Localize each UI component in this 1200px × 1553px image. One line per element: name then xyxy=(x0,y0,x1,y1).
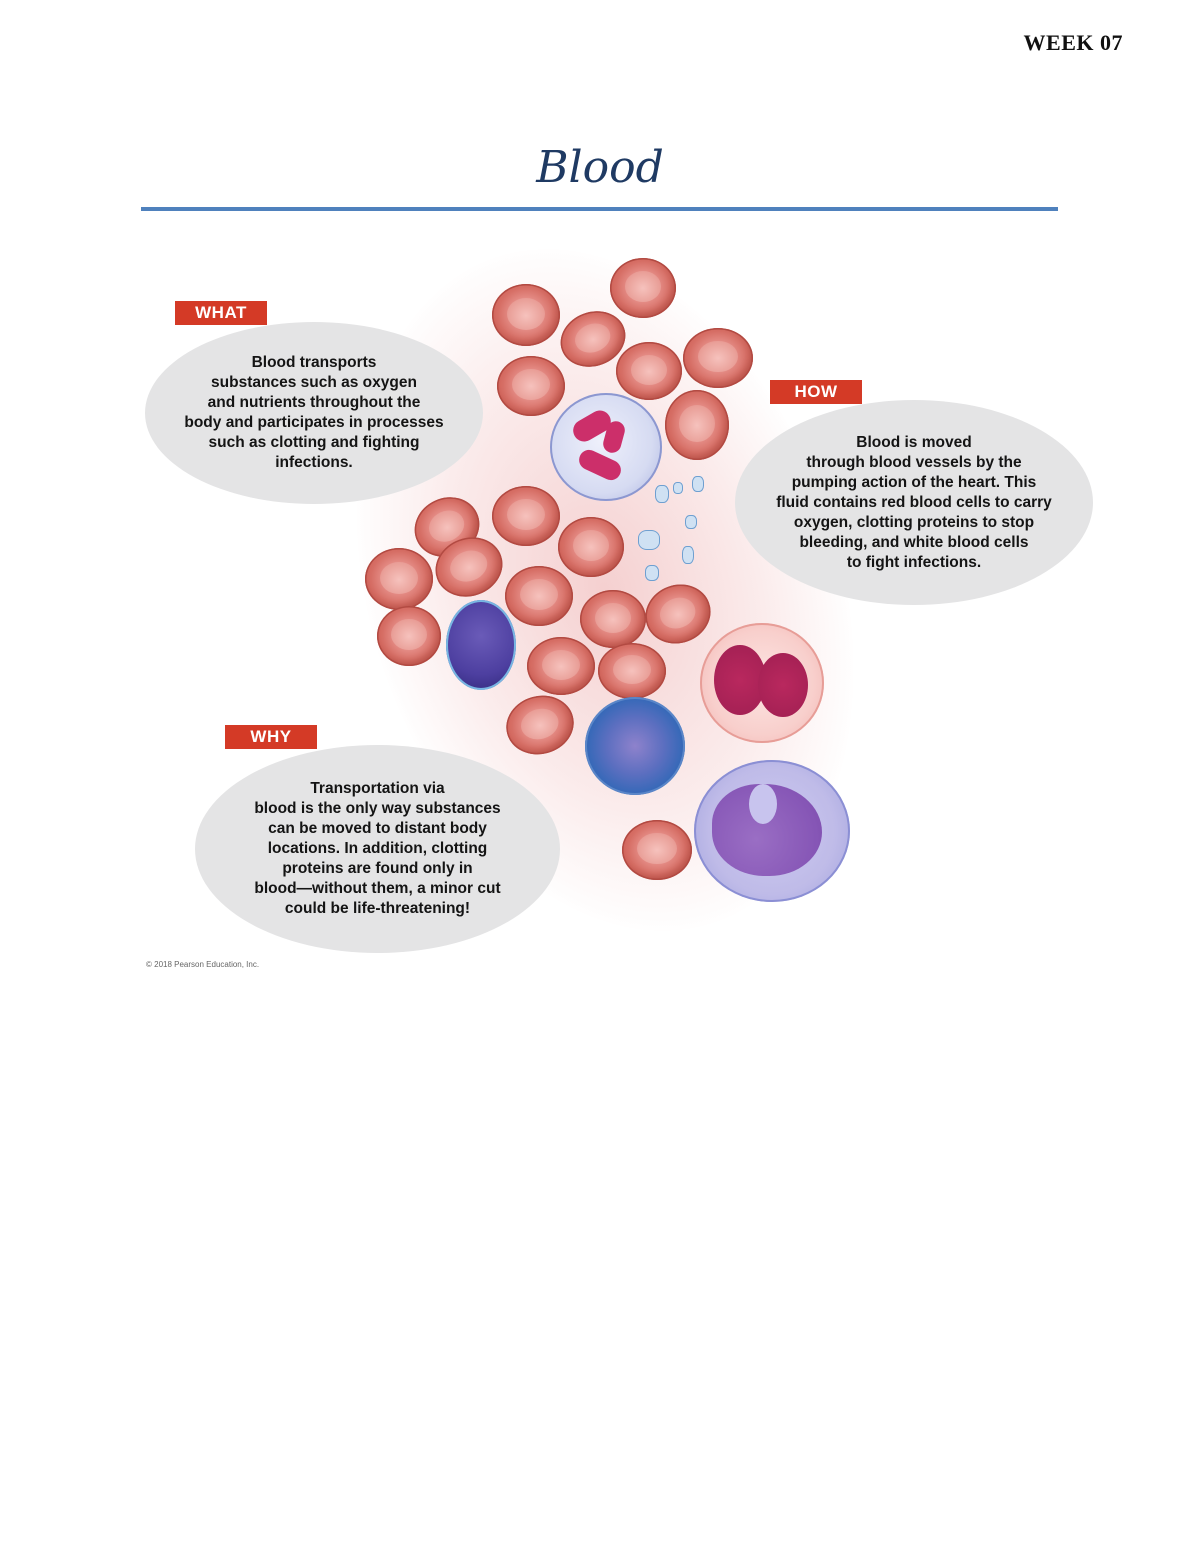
red-blood-cell xyxy=(527,637,595,695)
what-bubble: Blood transports substances such as oxyg… xyxy=(145,322,483,504)
what-tag: WHAT xyxy=(175,301,267,325)
why-bubble: Transportation via blood is the only way… xyxy=(195,745,560,953)
red-blood-cell xyxy=(683,328,753,388)
monocyte-cell xyxy=(694,760,850,902)
red-blood-cell xyxy=(492,486,560,546)
red-blood-cell xyxy=(610,258,676,318)
red-blood-cell xyxy=(492,284,560,346)
why-tag: WHY xyxy=(225,725,317,749)
red-blood-cell xyxy=(622,820,692,880)
how-bubble: Blood is moved through blood vessels by … xyxy=(735,400,1093,605)
week-label: WEEK 07 xyxy=(1023,30,1123,55)
platelet xyxy=(685,515,697,529)
platelet xyxy=(645,565,659,581)
red-blood-cell xyxy=(665,390,729,460)
title-divider xyxy=(141,207,1058,211)
eosinophil-cell xyxy=(700,623,824,743)
platelet xyxy=(638,530,660,550)
what-text: Blood transports substances such as oxyg… xyxy=(184,354,444,471)
why-text: Transportation via blood is the only way… xyxy=(254,780,501,917)
how-tag: HOW xyxy=(770,380,862,404)
how-text: Blood is moved through blood vessels by … xyxy=(776,433,1052,571)
red-blood-cell xyxy=(505,566,573,626)
platelet xyxy=(682,546,694,564)
red-blood-cell xyxy=(580,590,646,648)
lymphocyte-cell xyxy=(446,600,516,690)
platelet xyxy=(692,476,704,492)
red-blood-cell xyxy=(497,356,565,416)
copyright-notice: © 2018 Pearson Education, Inc. xyxy=(146,960,260,969)
platelet xyxy=(673,482,683,494)
page-title: Blood xyxy=(536,142,664,193)
red-blood-cell xyxy=(616,342,682,400)
blood-figure: WHAT Blood transports substances such as… xyxy=(140,184,1100,996)
red-blood-cell xyxy=(598,643,666,699)
red-blood-cell xyxy=(365,548,433,610)
basophil-cell xyxy=(585,697,685,795)
red-blood-cell xyxy=(377,606,441,666)
red-blood-cell xyxy=(558,517,624,577)
platelet xyxy=(655,485,669,503)
neutrophil-cell xyxy=(550,393,662,501)
